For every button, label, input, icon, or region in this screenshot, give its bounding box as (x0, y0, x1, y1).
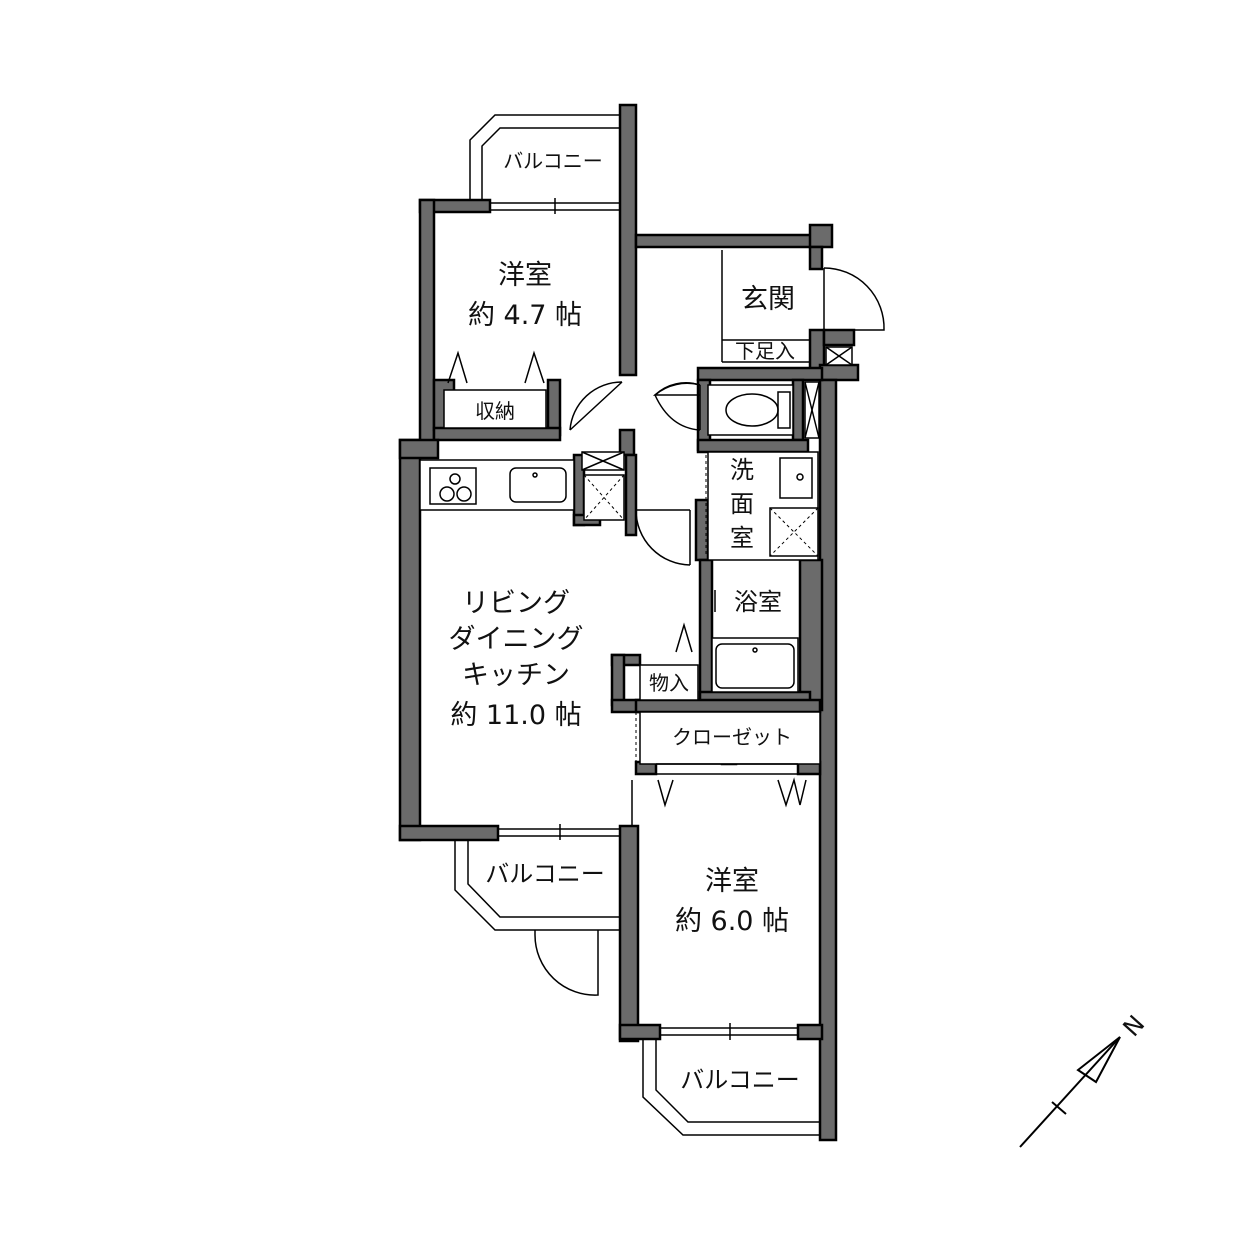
western-small-size: 約 4.7 帖 (468, 300, 582, 331)
room-labels: バルコニー 洋室 約 4.7 帖 収納 玄関 下足入 洗 面 室 浴室 リビング… (449, 149, 800, 1094)
ldk-label-3: キッチン (462, 660, 570, 691)
bathroom-label: 浴室 (734, 588, 782, 616)
storage-items-frame (639, 664, 699, 701)
bathtub (711, 590, 799, 693)
storage-small-frame (443, 389, 547, 429)
storage-small-label: 収納 (475, 399, 515, 423)
entrance-label: 玄関 (741, 284, 795, 315)
toilet-icon (707, 384, 794, 436)
closet-frame (631, 711, 821, 826)
vent-boxes (804, 346, 853, 439)
balcony-middle-label: バルコニー (485, 860, 605, 888)
washroom-label-1: 洗 (730, 456, 754, 484)
western-large-size: 約 6.0 帖 (675, 906, 789, 937)
balcony-top-label: バルコニー (503, 149, 603, 173)
balcony-bottom-label: バルコニー (680, 1066, 800, 1094)
washroom-label-3: 室 (730, 524, 754, 552)
western-large-name: 洋室 (705, 866, 759, 897)
ldk-label-1: リビング (462, 588, 570, 619)
washer-space (581, 451, 625, 521)
washroom-label-2: 面 (730, 490, 754, 518)
door-swings (534, 267, 885, 996)
entrance-step (721, 250, 810, 363)
closet-doors (447, 350, 807, 808)
balcony-middle-outline (454, 838, 620, 931)
walls (398, 103, 860, 1142)
closet-label: クローゼット (672, 725, 792, 749)
ldk-label-2: ダイニング (449, 624, 584, 655)
balcony-top-outline (469, 114, 620, 200)
ldk-size: 約 11.0 帖 (450, 700, 581, 731)
shoe-storage-label: 下足入 (735, 339, 795, 363)
balcony-bottom-outline (642, 1035, 820, 1136)
compass-north-label: N (1118, 1010, 1151, 1042)
kitchen-counter (419, 459, 575, 511)
washbasin (705, 451, 819, 561)
compass-icon: N (1019, 1010, 1151, 1148)
windows (490, 198, 798, 1040)
storage-items-label: 物入 (649, 671, 689, 695)
western-small-name: 洋室 (498, 260, 552, 291)
